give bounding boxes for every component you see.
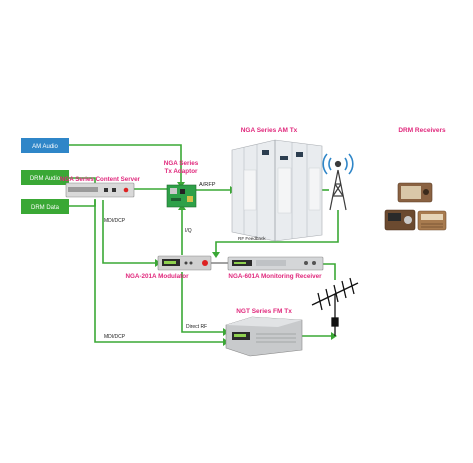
- tx-adaptor-label-line2: Tx Adaptor: [164, 168, 198, 175]
- am-transmitter-cabinets: [231, 139, 323, 242]
- tx-adaptor-label-line1: NGA Series: [164, 160, 199, 167]
- modulator-label: NGA-201A Modulator: [125, 273, 189, 280]
- power-led-icon: [123, 187, 129, 193]
- input-drm-audio: DRM Audio: [21, 170, 69, 185]
- fm-tx-label: NGT Series FM Tx: [236, 308, 292, 315]
- tower-antenna-icon: [322, 153, 354, 211]
- arrow-into-monitor: [212, 252, 220, 258]
- link-label-iq: I/Q: [185, 228, 192, 234]
- drm-audio-label: DRM Audio: [30, 176, 61, 182]
- link-label-direct-rf: Direct RF: [186, 324, 207, 330]
- yagi-antenna-icon: [311, 277, 359, 336]
- am-audio-label: AM Audio: [32, 144, 58, 150]
- connection-wires: [69, 144, 339, 343]
- monitoring-receiver-device: [227, 256, 324, 271]
- drm-receivers-label: DRM Receivers: [398, 127, 446, 134]
- wire-am-audio: [69, 144, 182, 185]
- am-tx-label: NGA Series AM Tx: [241, 127, 298, 134]
- link-label-mdi-dcp-1: MDI/DCP: [104, 218, 126, 224]
- monitoring-receiver-label: NGA-601A Monitoring Receiver: [228, 273, 322, 280]
- content-server-label: NGA Series Content Server: [60, 176, 140, 183]
- arrow-to-yagi: [331, 332, 337, 340]
- link-label-mdi-dcp-2: MDI/DCP: [104, 334, 126, 340]
- wire-monitor-yagi: [323, 263, 336, 280]
- modulator-device: [157, 255, 212, 271]
- radio-wood-icon: [417, 210, 447, 231]
- tx-adaptor-board: [166, 184, 197, 208]
- input-am-audio: AM Audio: [21, 138, 69, 153]
- modulator-power-icon: [202, 260, 208, 266]
- link-label-rf-feedback: RF Feedback: [238, 236, 266, 241]
- fm-transmitter-device: [225, 316, 303, 357]
- link-label-a-rfp: A/RFP: [199, 182, 216, 188]
- wire-rf-feedback: [215, 210, 339, 255]
- radio-retro-icon: [397, 182, 433, 203]
- content-server-device: [65, 182, 135, 198]
- wire-mdi-modulator: [102, 200, 158, 264]
- wire-drm-data: [69, 199, 96, 207]
- drm-data-label: DRM Data: [31, 205, 60, 211]
- radio-compact-icon: [384, 209, 416, 231]
- input-drm-data: DRM Data: [21, 199, 69, 214]
- wire-direct-rf: [181, 272, 226, 333]
- wire-mdi-fm: [94, 200, 226, 343]
- drm-receiver-radios: [384, 182, 447, 231]
